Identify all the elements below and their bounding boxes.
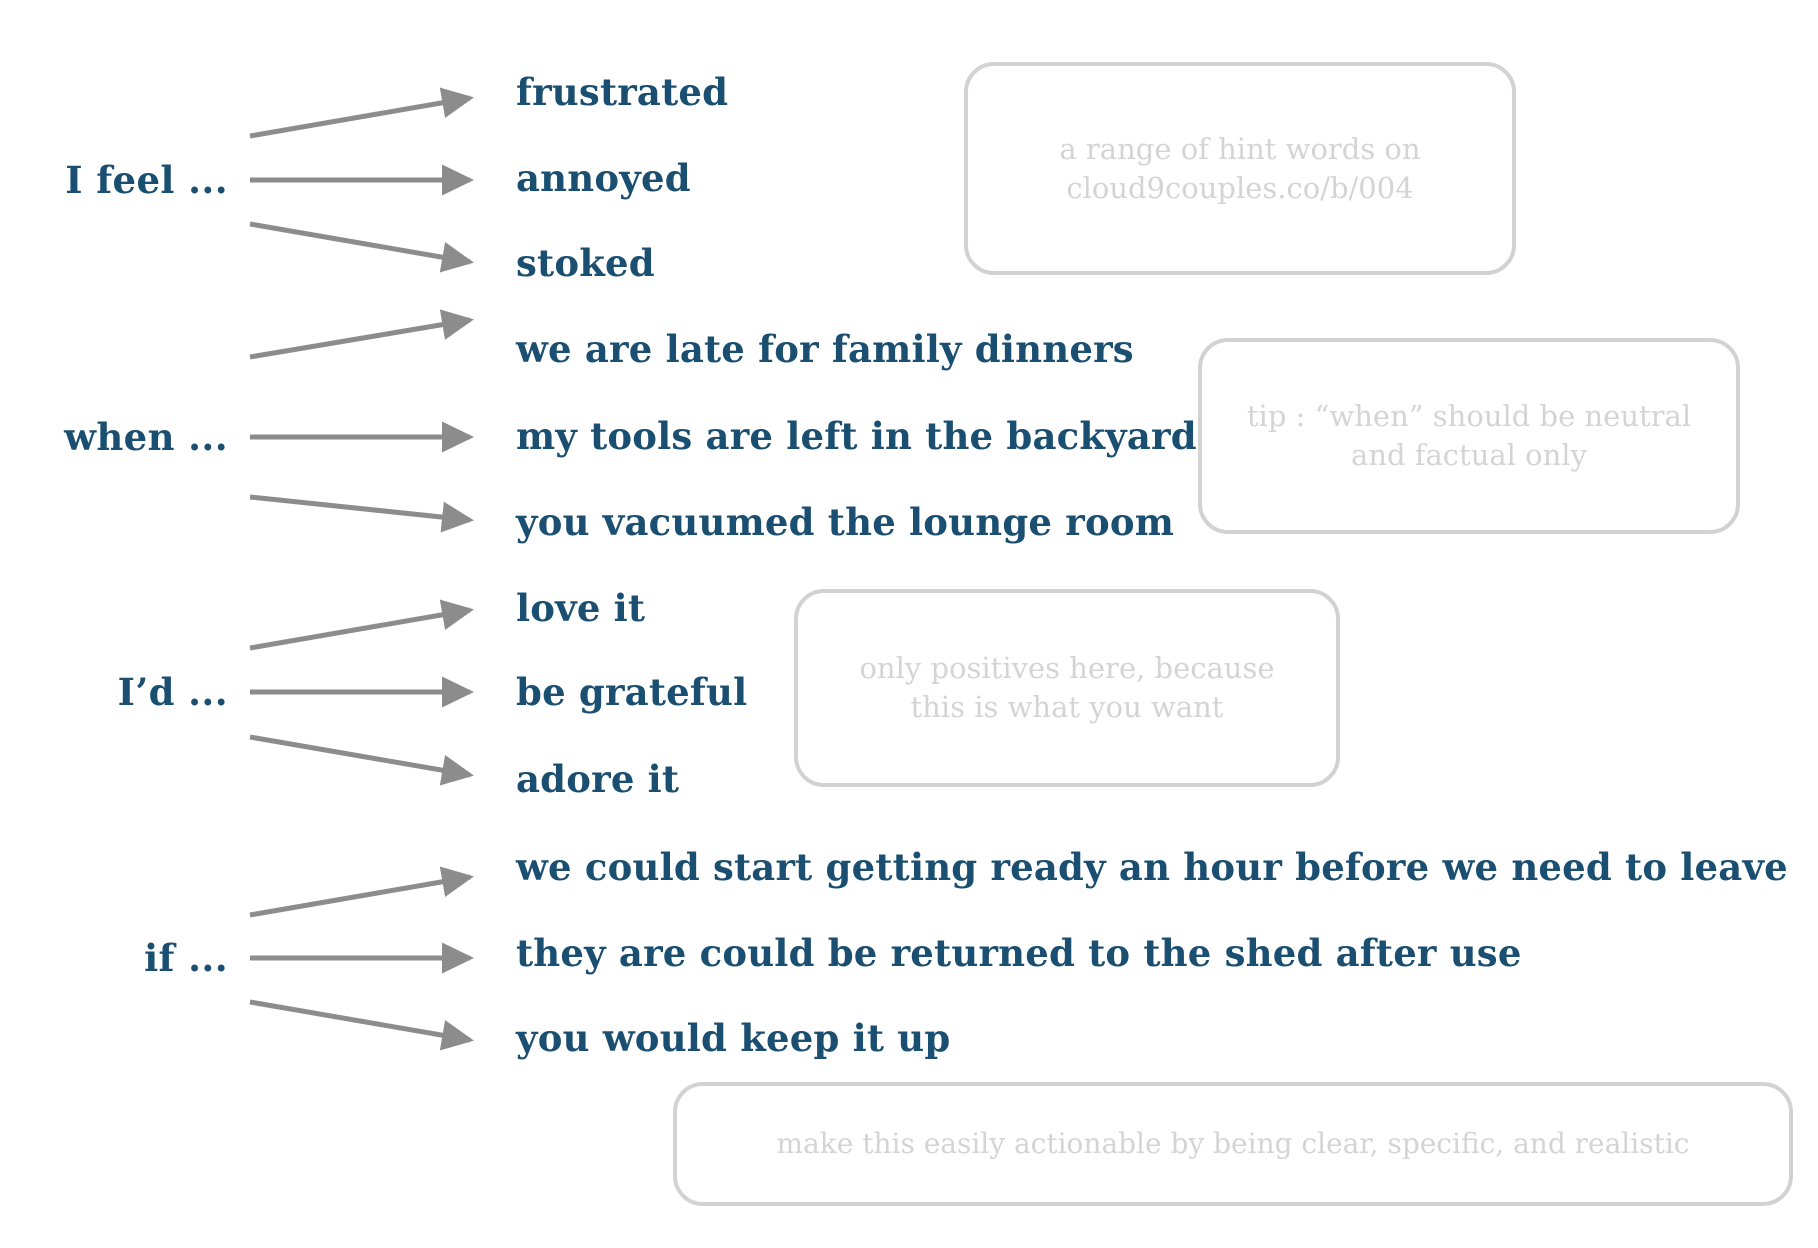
hint-bubble-only-positives-text: only positives here, because this is what… — [824, 649, 1310, 727]
option-when-vacuumed-lounge: you vacuumed the lounge room — [516, 500, 1175, 544]
arrow-if-0 — [249, 866, 474, 918]
option-i-feel-frustrated: frustrated — [516, 70, 729, 114]
option-if-keep-it-up: you would keep it up — [516, 1016, 951, 1060]
arrow-group-if — [249, 866, 475, 1051]
hint-bubble-hint-words: a range of hint words on cloud9couples.co… — [964, 62, 1516, 275]
option-when-tools-backyard: my tools are left in the backyard — [516, 414, 1197, 458]
option-if-returned-to-shed: they are could be returned to the shed a… — [516, 931, 1522, 975]
arrow-id-2 — [249, 734, 474, 786]
arrow-i-feel-0 — [249, 87, 474, 139]
hint-bubble-actionable-text: make this easily actionable by being cle… — [776, 1127, 1690, 1161]
option-id-love-it: love it — [516, 586, 646, 630]
hint-line: cloud9couples.co/b/004 — [1066, 170, 1414, 205]
option-i-feel-stoked: stoked — [516, 241, 655, 285]
stem-label-if: if ... — [144, 936, 228, 980]
stem-label-i-feel: I feel ... — [65, 158, 228, 202]
hint-bubble-when-neutral-text: tip : “when” should be neutral and factua… — [1228, 397, 1710, 475]
arrow-if-2 — [249, 999, 474, 1051]
option-id-adore-it: adore it — [516, 757, 680, 801]
stem-label-when: when ... — [64, 415, 228, 459]
arrow-when-2 — [249, 494, 474, 533]
option-id-be-grateful: be grateful — [516, 670, 748, 714]
arrow-when-0 — [249, 309, 474, 360]
hint-line: a range of hint words on — [1059, 131, 1421, 166]
arrow-group-id — [249, 599, 475, 786]
hint-line: and factual only — [1351, 438, 1587, 472]
option-if-start-getting-ready: we could start getting ready an hour bef… — [516, 845, 1788, 889]
arrow-group-i-feel — [249, 87, 475, 273]
hint-bubble-when-neutral: tip : “when” should be neutral and factua… — [1198, 338, 1740, 534]
stem-label-id: I’d ... — [117, 670, 228, 714]
hint-bubble-actionable: make this easily actionable by being cle… — [673, 1082, 1793, 1206]
hint-line: only positives here, because — [859, 651, 1275, 686]
arrow-group-when — [249, 309, 475, 533]
hint-bubble-only-positives: only positives here, because this is what… — [794, 589, 1340, 787]
option-when-late-dinners: we are late for family dinners — [516, 327, 1134, 371]
arrow-i-feel-2 — [249, 221, 474, 273]
option-i-feel-annoyed: annoyed — [516, 156, 691, 200]
arrow-id-0 — [249, 599, 474, 651]
hint-bubble-hint-words-text: a range of hint words on cloud9couples.co… — [994, 130, 1486, 208]
hint-line: this is what you want — [910, 690, 1224, 724]
hint-line: tip : “when” should be neutral — [1246, 399, 1692, 434]
